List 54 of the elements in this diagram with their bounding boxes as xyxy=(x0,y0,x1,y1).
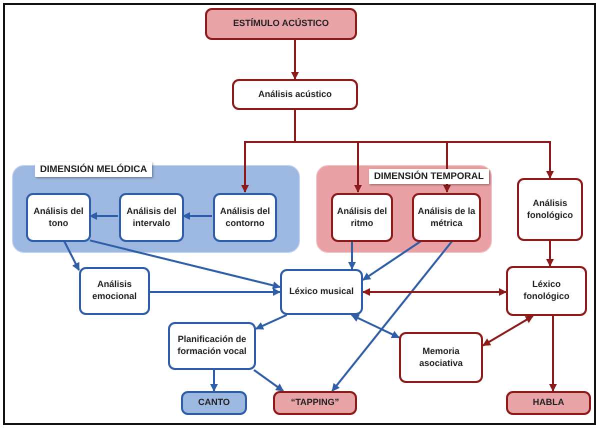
arrow xyxy=(150,288,281,296)
arrow xyxy=(482,315,534,346)
box-label: Léxico musical xyxy=(288,286,355,298)
process-box xyxy=(280,269,363,315)
process-box xyxy=(213,193,277,242)
group-title: DIMENSIÓN TEMPORAL xyxy=(369,169,489,184)
arrow xyxy=(210,370,218,392)
box-label: Análisis del tono xyxy=(32,206,85,230)
group-panel xyxy=(12,165,300,253)
arrow xyxy=(89,212,118,220)
process-box xyxy=(168,322,256,370)
box-label: Memoria asociativa xyxy=(418,346,464,370)
arrow xyxy=(255,314,288,330)
process-box xyxy=(412,193,481,242)
process-box xyxy=(119,193,184,242)
arrow xyxy=(182,212,212,220)
process-box xyxy=(205,8,357,40)
box-label: ESTÍMULO ACÚSTICO xyxy=(232,18,330,30)
process-box xyxy=(79,267,150,315)
arrow xyxy=(90,239,281,290)
arrow xyxy=(350,314,400,338)
process-box xyxy=(26,193,91,242)
process-box xyxy=(517,178,583,241)
group-title: DIMENSIÓN MELÓDICA xyxy=(35,162,152,177)
process-box xyxy=(273,391,357,415)
arrow xyxy=(362,240,422,281)
arrow xyxy=(291,40,299,80)
box-label: HABLA xyxy=(532,397,566,409)
process-box xyxy=(331,193,393,242)
box-label: Análisis fonológico xyxy=(526,198,574,222)
box-label: Análisis del contorno xyxy=(218,206,272,230)
process-box xyxy=(506,391,591,415)
box-label: Planificación de formación vocal xyxy=(176,334,248,358)
box-label: CANTO xyxy=(197,397,231,409)
box-label: Léxico fonológico xyxy=(522,279,570,303)
box-label: Análisis acústico xyxy=(257,88,333,100)
arrow xyxy=(362,288,507,296)
process-box xyxy=(506,266,587,316)
arrow xyxy=(546,241,554,267)
group-panel xyxy=(316,165,492,253)
box-label: Análisis de la métrica xyxy=(416,206,476,230)
arrow xyxy=(294,110,554,179)
arrow xyxy=(348,241,356,270)
box-label: Análisis emocional xyxy=(91,279,138,303)
box-label: Análisis del ritmo xyxy=(336,206,388,230)
arrow xyxy=(63,240,80,271)
process-box xyxy=(181,391,247,415)
arrow xyxy=(549,316,557,392)
arrow xyxy=(253,369,284,392)
process-box xyxy=(232,79,358,110)
box-label: Análisis del intervalo xyxy=(125,206,178,230)
process-box xyxy=(399,332,483,383)
box-label: “TAPPING” xyxy=(290,397,340,409)
arrow xyxy=(331,240,453,392)
